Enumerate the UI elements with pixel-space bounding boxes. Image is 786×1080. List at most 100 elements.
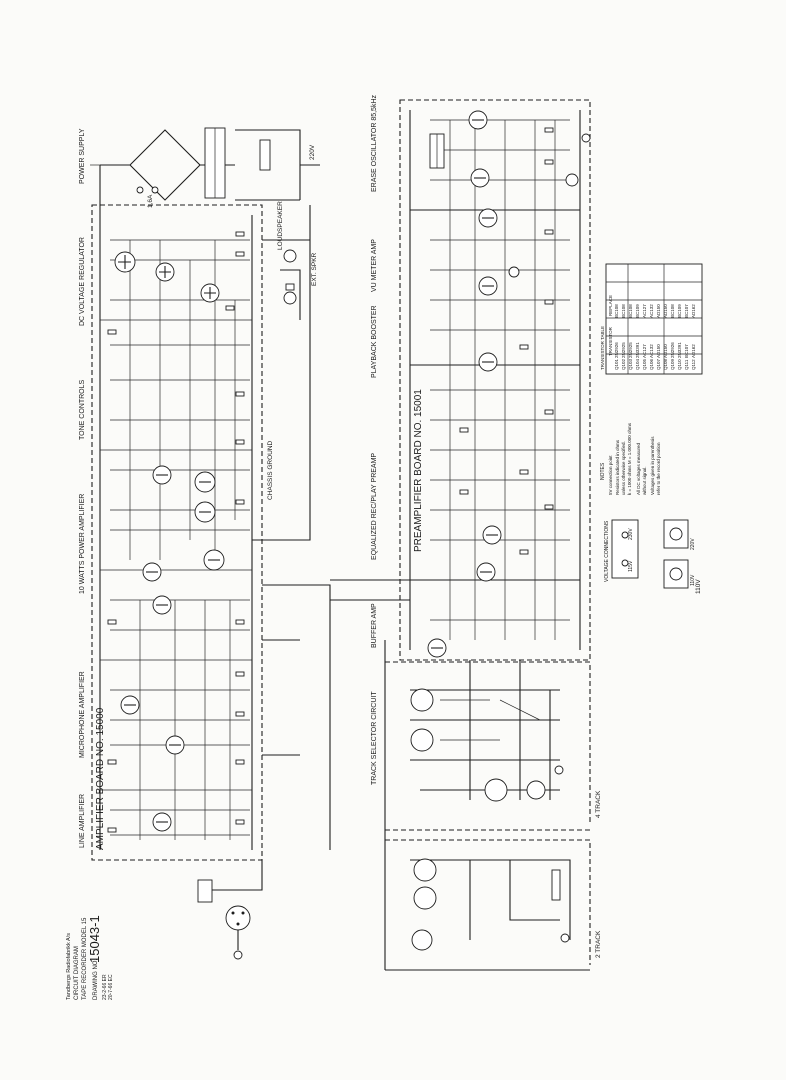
doc-type: CIRCUIT DIAGRAM xyxy=(74,946,80,1000)
transistor-table-cell: AC132 xyxy=(649,304,654,318)
record-play-head-2tr xyxy=(413,858,437,910)
transistor-table-grid xyxy=(605,263,703,375)
section-playback-booster: PLAYBACK BOOSTER xyxy=(371,305,378,378)
transistor-table-cell: 2N2925 xyxy=(628,342,633,358)
section-buffer-amp: BUFFER AMP xyxy=(371,603,378,648)
transistor-table-cell: BC108 xyxy=(670,304,675,318)
amplifier-board-label: AMPLIFIER BOARD NO. 15000 xyxy=(95,707,106,850)
transistor-q112 xyxy=(114,251,136,273)
transistor-q103 xyxy=(120,695,140,715)
company-name: Tandbergs Radiofabrikk A/s xyxy=(66,933,72,1000)
transistor-q105 xyxy=(142,562,162,582)
transistor-table-cell: BC108 xyxy=(628,304,633,318)
section-erase-oscillator: ERASE OSCILLATOR 85,5kHz xyxy=(371,95,378,192)
drawing-number: 15043-1 xyxy=(87,915,102,963)
transistor-table-cell: AD150 xyxy=(656,344,661,358)
transistor-table-cell: BC108 xyxy=(621,304,626,318)
notes-line: Voltages given in parenthesis xyxy=(650,436,655,495)
section-power-supply: POWER SUPPLY xyxy=(79,128,86,184)
transistor-q204 xyxy=(478,276,498,296)
transistor-table-cell: BC108 xyxy=(614,304,619,318)
section-dc-regulator: DC VOLTAGE REGULATOR xyxy=(79,237,86,326)
loudspeaker-label: LOUDSPEAKER xyxy=(277,201,284,250)
erase-head-2tr xyxy=(411,929,433,951)
date-2: 20-7-66 EC xyxy=(108,974,114,1000)
transistor-table-cell: Q105 xyxy=(642,358,647,370)
transistor-table-cell: AD150 xyxy=(656,304,661,318)
transistor-table-cell: 2N3391 xyxy=(677,342,682,358)
voltage-110-label: 110V xyxy=(695,579,702,594)
transistor-table-cell: Q110 xyxy=(677,359,682,370)
transistor-q109 xyxy=(152,465,172,485)
preamplifier-board xyxy=(330,99,591,661)
transistor-table-cell: BC107 xyxy=(684,304,689,318)
drawing-prefix: DRAWING NO. xyxy=(93,959,99,1000)
two-track-label: 2 TRACK xyxy=(595,930,602,958)
section-track-selector: TRACK SELECTOR CIRCUIT xyxy=(371,691,378,785)
transistor-q208 xyxy=(427,638,447,658)
section-power-amplifier: 10 WATTS POWER AMPLIFIER xyxy=(79,494,86,594)
transistor-q201 xyxy=(476,562,496,582)
amplifier-board xyxy=(91,204,331,861)
mains-label: 220V xyxy=(309,144,316,160)
transistor-table-cell: BC107 xyxy=(684,344,689,358)
voltage-selector-boxes xyxy=(611,519,689,589)
transistor-table-cell: AD162 xyxy=(691,344,696,358)
transistor-q207 xyxy=(468,110,488,130)
transistor-table-header: TRANSISTOR xyxy=(608,326,613,356)
four-track-label: 4 TRACK xyxy=(595,790,602,818)
fuse-label: 1,6A xyxy=(147,194,154,208)
notes-line: Resistors indicated in ohms xyxy=(615,439,620,495)
transistor-table-cell: 2N2926 xyxy=(670,342,675,358)
transistor-table-cell: 2N2926 xyxy=(614,342,619,358)
notes-line: All DC voltages measured xyxy=(636,442,641,495)
transistor-table-cell: 2N3391 xyxy=(635,342,640,358)
notes-line: 5V connection point xyxy=(608,455,613,495)
chassis-ground-label: CHASSIS GROUND xyxy=(267,440,274,500)
transistor-table-cell: Q106 xyxy=(649,358,654,370)
transistor-table-cell: Q109 xyxy=(670,358,675,370)
preamplifier-board-label: PREAMPLIFIER BOARD NO. 15001 xyxy=(413,389,424,552)
transistor-table-cell: AD162 xyxy=(691,304,696,318)
section-line-amplifier: LINE AMPLIFIER xyxy=(79,794,86,848)
preamp-resistors xyxy=(459,127,554,555)
record-play-head-4tr xyxy=(410,688,434,752)
voltage-115-label: 115V xyxy=(628,560,634,572)
voltage-220-label: 220V xyxy=(690,538,696,550)
section-equalized-preamp: EQUALIZED REC/PLAY PREAMP xyxy=(371,453,378,560)
transistor-q101 xyxy=(152,812,172,832)
erase-head-4tr xyxy=(484,778,546,802)
transistor-table-cell: Q101 xyxy=(614,358,619,370)
transistor-q205 xyxy=(478,208,498,228)
transistor-table-cell: Q103 xyxy=(628,358,633,370)
section-tone-controls: TONE CONTROLS xyxy=(79,380,86,440)
notes-line: k = 1000 ohms M = 1.000.000 ohms xyxy=(627,422,632,495)
transistor-q107 xyxy=(194,501,216,523)
power-supply xyxy=(90,127,320,215)
title-block: Tandbergs Radiofabrikk A/s CIRCUIT DIAGR… xyxy=(66,915,114,1000)
resistor-array xyxy=(107,231,245,833)
voltage-230-label: 230V xyxy=(628,528,634,540)
transistor-q108 xyxy=(194,471,216,493)
voltage-connections-label: VOLTAGE CONNECTIONS xyxy=(604,520,610,582)
transistor-q203 xyxy=(478,352,498,372)
transistor-table-cell: AD150 xyxy=(663,304,668,318)
ext-spkr-label: EXT. SPKR xyxy=(311,252,318,286)
transistor-q111 xyxy=(155,262,175,282)
date-1: 23-2-66 ER xyxy=(102,974,108,1000)
transistor-table-header: REPLACE xyxy=(608,295,613,316)
transistor-table-cell: 2N2925 xyxy=(621,342,626,358)
transistor-table-cell: BC109 xyxy=(635,304,640,318)
section-microphone-amplifier: MICROPHONE AMPLIFIER xyxy=(79,671,86,758)
transistor-table-cell: Q111 xyxy=(684,359,689,370)
transistor-table-cell: Q104 xyxy=(635,358,640,370)
transistor-table-cell: Q107 xyxy=(656,358,661,370)
transistor-table-cell: AC127 xyxy=(642,344,647,358)
voltage-110-box-label: 110V xyxy=(690,574,696,586)
transistor-q104 xyxy=(152,595,172,615)
input-connector xyxy=(197,860,263,960)
transistor-table-cell: AC132 xyxy=(649,344,654,358)
